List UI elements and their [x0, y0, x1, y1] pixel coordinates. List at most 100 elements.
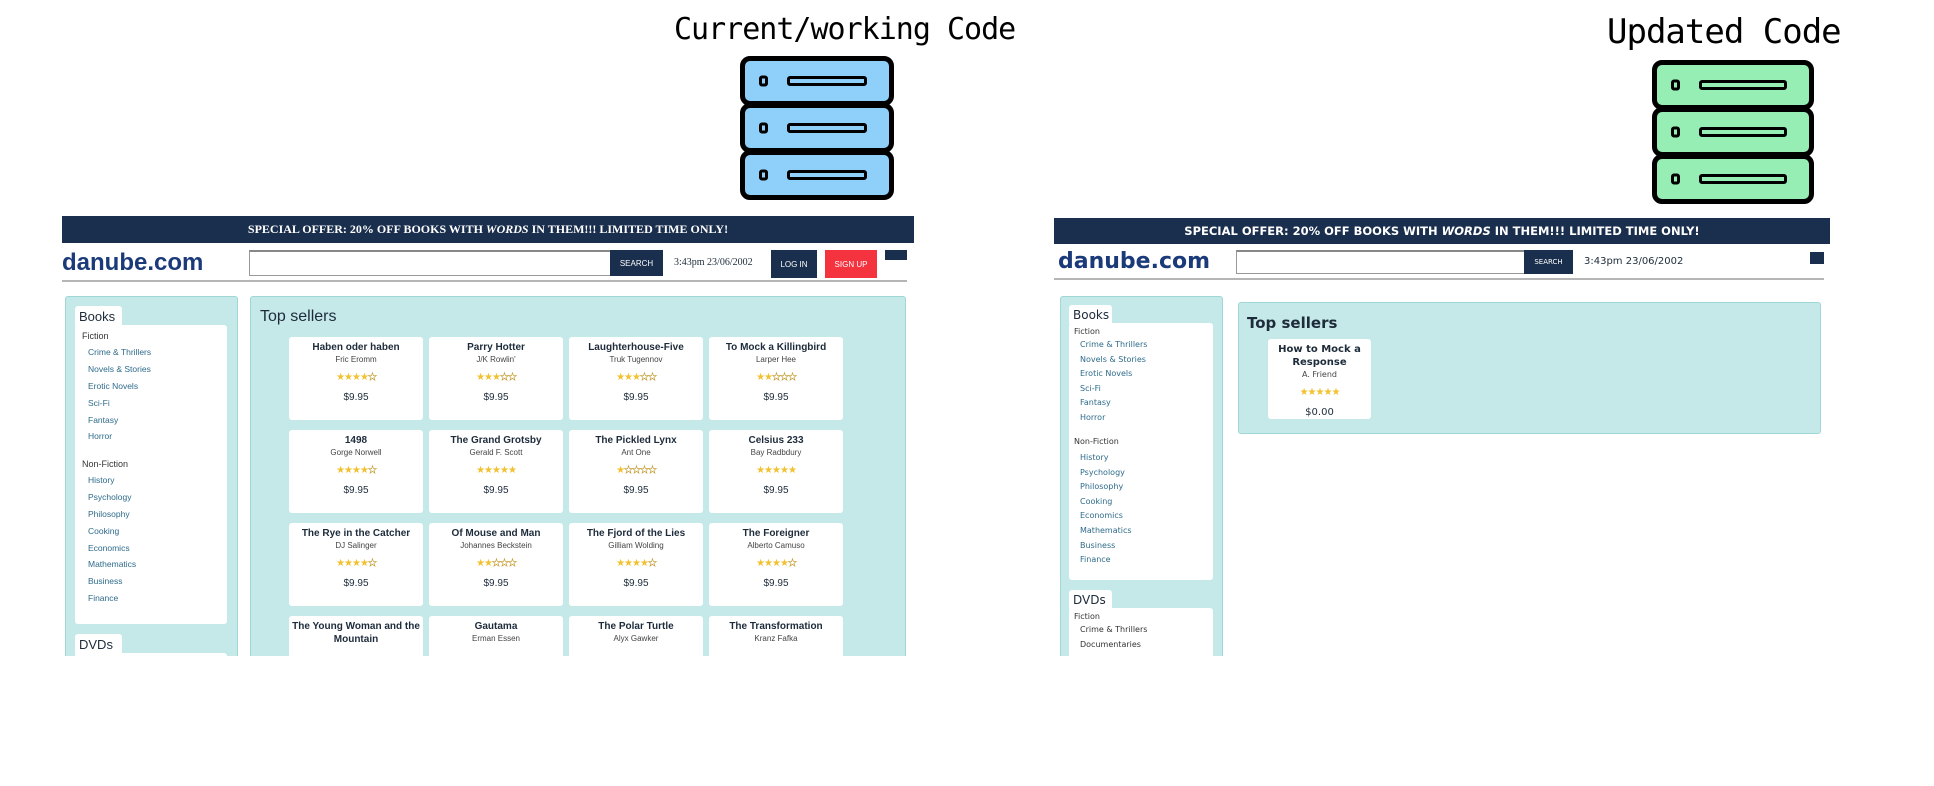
category-link[interactable]: Cooking — [1080, 496, 1113, 506]
site-logo[interactable]: danube.com — [1058, 249, 1211, 274]
category-link[interactable]: Finance — [1080, 555, 1111, 565]
server-led-icon — [1671, 126, 1680, 138]
dvds-tab[interactable]: DVDs — [75, 634, 122, 654]
star-filled-icon: ★ — [1331, 387, 1340, 398]
search-input[interactable] — [249, 250, 611, 276]
category-link[interactable]: Philosophy — [88, 508, 130, 519]
category-link[interactable]: Erotic Novels — [88, 380, 139, 391]
category-link[interactable]: Mathematics — [1080, 525, 1132, 535]
product-title[interactable]: 1498 — [344, 435, 368, 446]
current-server-icon — [740, 56, 894, 206]
product-title[interactable]: The Foreigner — [742, 528, 810, 539]
category-link[interactable]: Novels & Stories — [1080, 354, 1146, 364]
star-filled-icon: ★ — [344, 558, 353, 569]
product-title[interactable]: The Fjord of the Lies — [586, 528, 686, 539]
category-link[interactable]: Novels & Stories — [88, 363, 151, 374]
product-title[interactable]: The Pickled Lynx — [595, 435, 677, 446]
category-link[interactable]: Economics — [88, 542, 130, 553]
site-logo[interactable]: danube.com — [62, 249, 204, 276]
product-title[interactable]: Of Mouse and Man — [451, 528, 541, 539]
books-tab[interactable]: Books — [1069, 305, 1112, 324]
category-link[interactable]: Fantasy — [1080, 398, 1111, 408]
product-author: Fric Eromm — [335, 355, 377, 364]
product-card[interactable]: The Young Woman and the Mountain — [289, 616, 423, 656]
category-link[interactable]: Erotic Novels — [1080, 369, 1133, 379]
product-title[interactable]: Parry Hotter — [467, 342, 525, 353]
category-link[interactable]: Horror — [88, 431, 113, 442]
category-link[interactable]: Documentaries — [1080, 639, 1141, 649]
books-tab[interactable]: Books — [75, 306, 122, 326]
search-button[interactable]: SEARCH — [610, 250, 663, 276]
category-link[interactable]: Economics — [1080, 511, 1123, 521]
category-link[interactable]: Business — [1080, 540, 1116, 550]
category-link[interactable]: Sci-Fi — [88, 397, 110, 408]
product-title[interactable]: The Grand Grotsby — [450, 435, 542, 446]
login-button[interactable]: LOG IN — [771, 250, 817, 278]
category-link[interactable]: Psychology — [88, 491, 132, 502]
category-link[interactable]: Sci-Fi — [1080, 383, 1101, 393]
star-filled-icon: ★ — [352, 558, 361, 569]
product-title[interactable]: Gautama — [474, 621, 518, 632]
dvds-tab[interactable]: DVDs — [1069, 590, 1112, 609]
product-title[interactable]: Laughterhouse-Five — [588, 342, 684, 353]
category-link[interactable]: Fantasy — [88, 414, 119, 425]
product-author: Alberto Camuso — [747, 541, 805, 550]
star-filled-icon: ★ — [624, 558, 633, 569]
product-author: Johannes Beckstein — [460, 541, 532, 550]
product-title[interactable]: Haben oder haben — [312, 342, 400, 353]
star-empty-icon: ★ — [367, 558, 378, 570]
category-link[interactable]: Crime & Thrillers — [88, 347, 152, 357]
product-title[interactable]: Celsius 233 — [748, 435, 804, 446]
star-rating: ★★★★★ — [569, 465, 703, 477]
category-link[interactable]: Crime & Thrillers — [1080, 340, 1148, 349]
product-author: Alyx Gawker — [613, 634, 659, 643]
category-link[interactable]: Cooking — [88, 525, 120, 536]
search-button[interactable]: SEARCH — [1524, 250, 1573, 274]
product-title[interactable]: To Mock a Killingbird — [725, 342, 827, 353]
star-filled-icon: ★ — [764, 372, 773, 383]
category-link[interactable]: Business — [88, 576, 123, 587]
product-title[interactable]: The Transformation — [729, 621, 823, 632]
server-slot-icon — [787, 170, 867, 180]
cart-button[interactable] — [1810, 252, 1824, 264]
star-rating: ★★★★★ — [289, 465, 423, 477]
category-link[interactable]: Mathematics — [88, 559, 137, 570]
star-filled-icon: ★ — [507, 465, 517, 476]
top-sellers-title: Top sellers — [1247, 314, 1338, 332]
search-input[interactable] — [1236, 250, 1526, 274]
category-link[interactable]: Finance — [88, 593, 119, 604]
category-link[interactable]: History — [88, 475, 115, 485]
star-rating: ★★★★★ — [1268, 387, 1371, 399]
category-link[interactable]: Philosophy — [1080, 482, 1124, 492]
category-link[interactable]: Horror — [1080, 412, 1106, 422]
star-filled-icon: ★ — [764, 558, 773, 569]
signup-button[interactable]: SIGN UP — [825, 250, 877, 278]
product-title[interactable]: The Polar Turtle — [598, 621, 674, 632]
cart-button[interactable] — [885, 250, 907, 260]
product-title[interactable]: The Young Woman and the Mountain — [292, 621, 420, 645]
star-filled-icon: ★ — [772, 558, 781, 569]
product-title[interactable]: How to Mock a Response — [1278, 344, 1361, 368]
header-divider — [62, 280, 907, 282]
category-link[interactable]: History — [1080, 453, 1109, 462]
category-link[interactable]: Crime & Thrillers — [1080, 625, 1148, 634]
category-link[interactable]: Psychology — [1080, 467, 1125, 477]
star-filled-icon: ★ — [1315, 387, 1325, 398]
product-title[interactable]: The Rye in the Catcher — [301, 528, 411, 539]
